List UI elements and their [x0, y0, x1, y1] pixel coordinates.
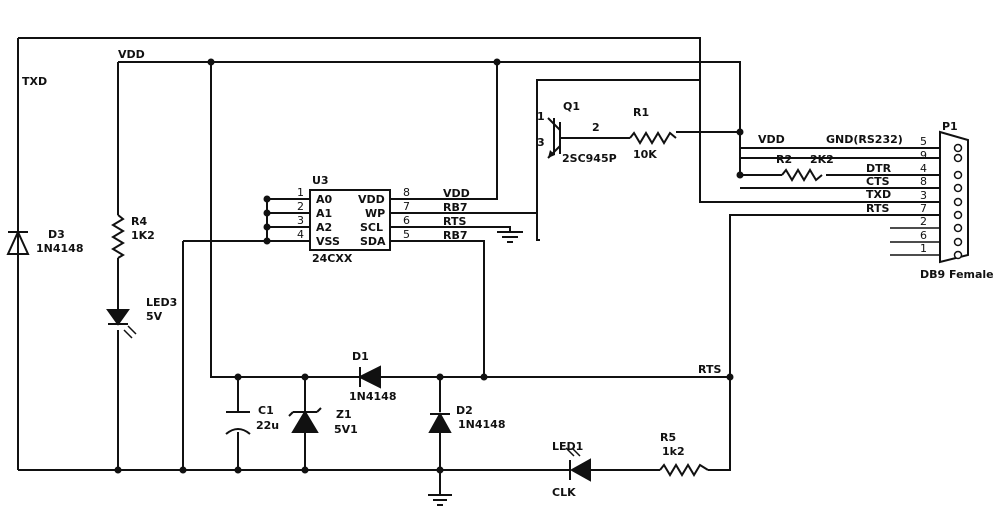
- q1-pin: 2: [592, 121, 600, 134]
- c1-value: 22u: [256, 419, 279, 432]
- zener-z1: Z1 5V1: [288, 407, 358, 436]
- u3-pin-num: 7: [403, 200, 410, 213]
- u3-pin-name: A2: [316, 221, 332, 234]
- u3-net-label: RB7: [443, 201, 468, 214]
- db9-pin: [953, 250, 963, 260]
- db9-pin: [953, 210, 963, 220]
- led1-value: CLK: [552, 486, 576, 499]
- db9-pin: [953, 143, 963, 153]
- led1-ref: LED1: [552, 440, 583, 453]
- resistor-r4: R4 1K2: [111, 214, 155, 259]
- u3-pin-name: A1: [316, 207, 332, 220]
- q1-ref: Q1: [563, 100, 580, 113]
- ground-symbol: [428, 494, 452, 506]
- db9-pin: [953, 183, 963, 193]
- diode-d3: D3 1N4148: [6, 228, 83, 255]
- d1-value: 1N4148: [349, 390, 396, 403]
- resistor-r5: R5 1k2: [659, 431, 709, 477]
- r5-ref: R5: [660, 431, 676, 444]
- z1-value: 5V1: [334, 423, 358, 436]
- db9-signal: TXD: [866, 188, 891, 201]
- p1-ref: P1: [942, 120, 958, 133]
- r2-ref: R2: [776, 153, 792, 166]
- db9-signal: DTR: [866, 162, 892, 175]
- db9-pin-number: 6: [920, 229, 927, 242]
- p1-gnd-label: GND(RS232): [826, 133, 903, 146]
- db9-pin-number: 4: [920, 162, 927, 175]
- net-label-txd: TXD: [22, 75, 47, 88]
- db9-pin: [953, 153, 963, 163]
- d3-value: 1N4148: [36, 242, 83, 255]
- q1-part: 2SC945P: [562, 152, 617, 165]
- diode-d2: D2 1N4148: [428, 404, 505, 433]
- led3-value: 5V: [146, 310, 163, 323]
- db9-pin-number: 2: [920, 215, 927, 228]
- r4-value: 1K2: [131, 229, 155, 242]
- r1-ref: R1: [633, 106, 649, 119]
- db9-pin: [953, 197, 963, 207]
- u3-pin-name: VSS: [316, 235, 340, 248]
- u3-body: [309, 189, 391, 251]
- u3-pin-num: 6: [403, 214, 410, 227]
- d2-ref: D2: [456, 404, 473, 417]
- u3-ref: U3: [312, 174, 329, 187]
- ground-symbol: [497, 231, 523, 243]
- db9-signal: CTS: [866, 175, 890, 188]
- db9-pin-number: 9: [920, 149, 927, 162]
- db9-pin-number: 3: [920, 189, 927, 202]
- p1-part: DB9 Female: [920, 268, 994, 281]
- d2-value: 1N4148: [458, 418, 505, 431]
- db9-pin-number: 7: [920, 202, 927, 215]
- db9-pin: [953, 223, 963, 233]
- u3-net-label: RTS: [443, 215, 466, 228]
- resistor-r1: R1 10K: [629, 106, 677, 161]
- p1-vdd-label: VDD: [758, 133, 785, 146]
- resistor-r2: R2 2K2: [776, 153, 834, 182]
- transistor-q1: Q1 2SC945P 1 3 2: [537, 100, 617, 165]
- wires: [17, 37, 940, 495]
- z1-ref: Z1: [336, 408, 352, 421]
- q1-pin: 1: [537, 110, 545, 123]
- q1-pin: 3: [537, 136, 545, 149]
- led-led3: LED3 5V: [106, 296, 177, 339]
- r1-value: 10K: [633, 148, 657, 161]
- net-label-vdd: VDD: [118, 48, 145, 61]
- u3-part: 24CXX: [312, 252, 353, 265]
- u3-net-label: RB7: [443, 229, 468, 242]
- led-led1: LED1 CLK: [552, 440, 591, 499]
- u3-pin-name: SCL: [360, 221, 383, 234]
- db9-pin-number: 8: [920, 175, 927, 188]
- u3-pin-num: 2: [297, 200, 304, 213]
- net-label-rts: RTS: [698, 363, 721, 376]
- u3-pin-name: WP: [365, 207, 385, 220]
- db9-pin: [953, 170, 963, 180]
- db9-pin: [953, 237, 963, 247]
- db9-signal: RTS: [866, 202, 889, 215]
- c1-ref: C1: [258, 404, 274, 417]
- r5-value: 1k2: [662, 445, 685, 458]
- d1-ref: D1: [352, 350, 369, 363]
- u3-pin-num: 5: [403, 228, 410, 241]
- u3-pin-name: A0: [316, 193, 333, 206]
- capacitor-c1: C1 22u: [225, 404, 279, 435]
- u3-pin-num: 1: [297, 186, 304, 199]
- ic-u3: U3 24CXX 1 2 3 4 A0 A1 A2 VSS VDD WP SCL…: [297, 174, 470, 265]
- u3-pin-num: 4: [297, 228, 304, 241]
- u3-net-label: VDD: [443, 187, 470, 200]
- junctions: [114, 58, 744, 474]
- connector-p1: P1 DB9 Female VDD GND(RS232) 5 9 4 8 3 7…: [758, 120, 994, 281]
- r4-ref: R4: [131, 215, 147, 228]
- u3-pin-name: VDD: [358, 193, 385, 206]
- led3-ref: LED3: [146, 296, 177, 309]
- r2-value: 2K2: [810, 153, 834, 166]
- u3-pin-num: 8: [403, 186, 410, 199]
- u3-pin-num: 3: [297, 214, 304, 227]
- d3-ref: D3: [48, 228, 65, 241]
- db9-pin-number: 1: [920, 242, 927, 255]
- u3-pin-name: SDA: [360, 235, 386, 248]
- db9-pin-number: 5: [920, 135, 927, 148]
- diode-d1: D1 1N4148: [349, 350, 396, 403]
